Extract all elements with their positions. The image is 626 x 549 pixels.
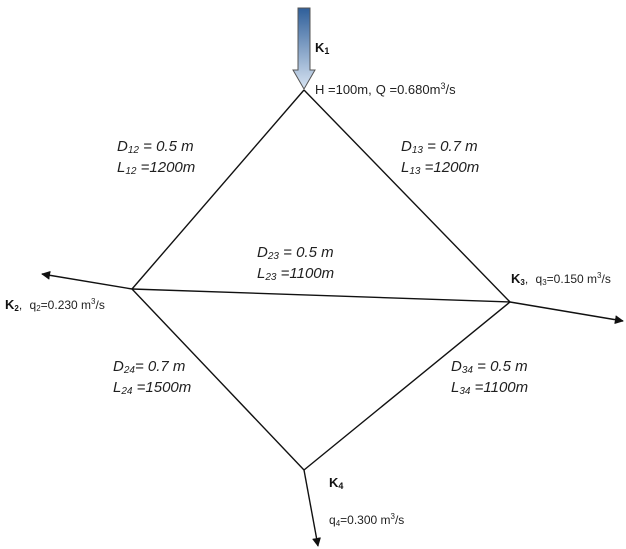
pipe-1-2-length-index: 12	[125, 166, 137, 177]
pipe-2-4-label: D24= 0.7 m L24 =1500m	[113, 359, 191, 401]
pipe-1-2-length: L12 =1200m	[117, 160, 195, 181]
node-k4-q-value: =0.300 m	[340, 513, 391, 527]
node-k3-letter: K	[511, 271, 521, 286]
source-head-value: H =100m	[315, 82, 369, 97]
pipe-2-3-diameter-letter: D	[257, 244, 268, 261]
pipe-2-3-length-value: =1100m	[276, 265, 335, 282]
pipe-1-3-diameter-index: 13	[411, 145, 423, 156]
pipe-1-3-length-letter: L	[401, 159, 410, 176]
source-flow-value: Q =0.680m	[375, 82, 441, 97]
pipe-3-4-length-letter: L	[451, 379, 460, 396]
node-k2-q-value: =0.230 m	[40, 298, 92, 312]
node-k4-q-exponent: 3	[390, 512, 395, 521]
pipe-1-2-label: D12 = 0.5 m L12 =1200m	[117, 139, 195, 181]
pipe-2-4-diameter: D24= 0.7 m	[113, 359, 191, 380]
pipe-1-2-length-value: =1200m	[136, 159, 196, 176]
outflow-arrow-k4-icon	[303, 469, 321, 547]
pipe-1-3-diameter-value: = 0.7 m	[422, 138, 478, 155]
pipe-1-2-length-letter: L	[117, 159, 126, 176]
node-k2-q-letter: q	[29, 298, 37, 312]
pipe-2-4-diameter-index: 24	[123, 365, 135, 376]
node-k1-letter: K	[315, 40, 325, 55]
node-k4-index: 4	[338, 481, 344, 491]
pipe-1-2-diameter-value: = 0.5 m	[138, 138, 194, 155]
pipe-3-4-diameter: D34 = 0.5 m	[451, 359, 528, 380]
pipe-2-3-diameter: D23 = 0.5 m	[257, 245, 334, 266]
pipe-1-3-length: L13 =1200m	[401, 160, 479, 181]
node-k1-index: 1	[324, 46, 330, 56]
pipe-2-4-length-index: 24	[121, 386, 133, 397]
pipe-2-3-diameter-index: 23	[267, 251, 279, 262]
pipe-1-3-diameter-letter: D	[401, 138, 412, 155]
node-k4-letter: K	[329, 475, 339, 490]
pipe-1-3-length-index: 13	[409, 166, 421, 177]
node-k3-index: 3	[520, 278, 525, 287]
pipe-1-3-diameter: D13 = 0.7 m	[401, 139, 479, 160]
node-k2-index: 2	[14, 304, 19, 313]
pipe-1-2-diameter: D12 = 0.5 m	[117, 139, 195, 160]
pipe-1-2	[131, 89, 305, 290]
node-k2-label: K2, q2=0.230 m3/s	[5, 298, 105, 313]
pipe-3-4	[303, 301, 511, 471]
node-k2-q-exponent: 3	[91, 297, 96, 306]
source-flow-unit: /s	[445, 82, 456, 97]
node-k3-name: K3	[511, 271, 525, 287]
node-k4-q-unit: /s	[394, 513, 405, 527]
pipe-3-4-length-index: 34	[459, 386, 471, 397]
pipe-2-4-length: L24 =1500m	[113, 380, 191, 401]
node-k3-outflow: q3=0.150 m3/s	[535, 271, 611, 287]
node-k2-outflow: q2=0.230 m3/s	[29, 297, 105, 313]
pipe-1-3	[303, 89, 511, 303]
node-k3-q-exponent: 3	[597, 271, 602, 280]
node-k3-q-unit: /s	[601, 272, 611, 286]
pipe-3-4-diameter-index: 34	[461, 365, 473, 376]
node-k2-name: K2	[5, 297, 19, 313]
node-k1-label: K1	[315, 41, 329, 56]
pipe-2-4-diameter-value: = 0.7 m	[134, 358, 186, 375]
node-k2-q-unit: /s	[95, 298, 105, 312]
node-k4-outflow: q4=0.300 m3/s	[329, 513, 404, 528]
node-k4-label: K4	[329, 476, 343, 491]
pipe-2-3-length-letter: L	[257, 265, 266, 282]
pipe-3-4-length-value: =1100m	[470, 379, 529, 396]
pipe-2-3-length-index: 23	[265, 272, 277, 283]
pipe-3-4-length: L34 =1100m	[451, 380, 528, 401]
pipe-2-4-length-letter: L	[113, 379, 122, 396]
inflow-arrow-icon	[292, 7, 316, 90]
outflow-arrow-k2-icon	[41, 270, 133, 290]
pipe-2-4-diameter-letter: D	[113, 358, 124, 375]
node-k3-q-letter: q	[535, 272, 543, 286]
pipe-1-3-length-value: =1200m	[420, 159, 480, 176]
pipe-1-3-label: D13 = 0.7 m L13 =1200m	[401, 139, 479, 181]
pipe-1-2-diameter-letter: D	[117, 138, 128, 155]
pipe-2-4	[131, 288, 305, 471]
source-flow-exponent: 3	[440, 81, 446, 91]
node-k3-q-value: =0.150 m	[546, 272, 598, 286]
pipe-3-4-label: D34 = 0.5 m L34 =1100m	[451, 359, 528, 401]
source-separator: ,	[368, 82, 372, 97]
node-k2-q-index: 2	[36, 304, 41, 313]
node-k4-q-letter: q	[329, 513, 336, 527]
pipe-2-3-diameter-value: = 0.5 m	[278, 244, 334, 261]
node-k4-q-index: 4	[335, 519, 341, 528]
pipe-3-4-diameter-value: = 0.5 m	[472, 358, 528, 375]
pipe-3-4-diameter-letter: D	[451, 358, 462, 375]
source-head-flow-label: H =100m,Q =0.680m3/s	[315, 81, 456, 97]
pipe-2-3	[131, 288, 511, 303]
pipe-2-3-label: D23 = 0.5 m L23 =1100m	[257, 245, 334, 287]
pipe-2-3-length: L23 =1100m	[257, 266, 334, 287]
node-k3-label: K3, q3=0.150 m3/s	[511, 272, 611, 287]
node-k2-letter: K	[5, 297, 15, 312]
node-k2-separator: ,	[18, 298, 23, 312]
pipe-1-2-diameter-index: 12	[127, 145, 139, 156]
node-k3-q-index: 3	[542, 278, 547, 287]
pipe-2-4-length-value: =1500m	[132, 379, 192, 396]
outflow-arrow-k3-icon	[509, 301, 624, 325]
node-k3-separator: ,	[524, 272, 529, 286]
